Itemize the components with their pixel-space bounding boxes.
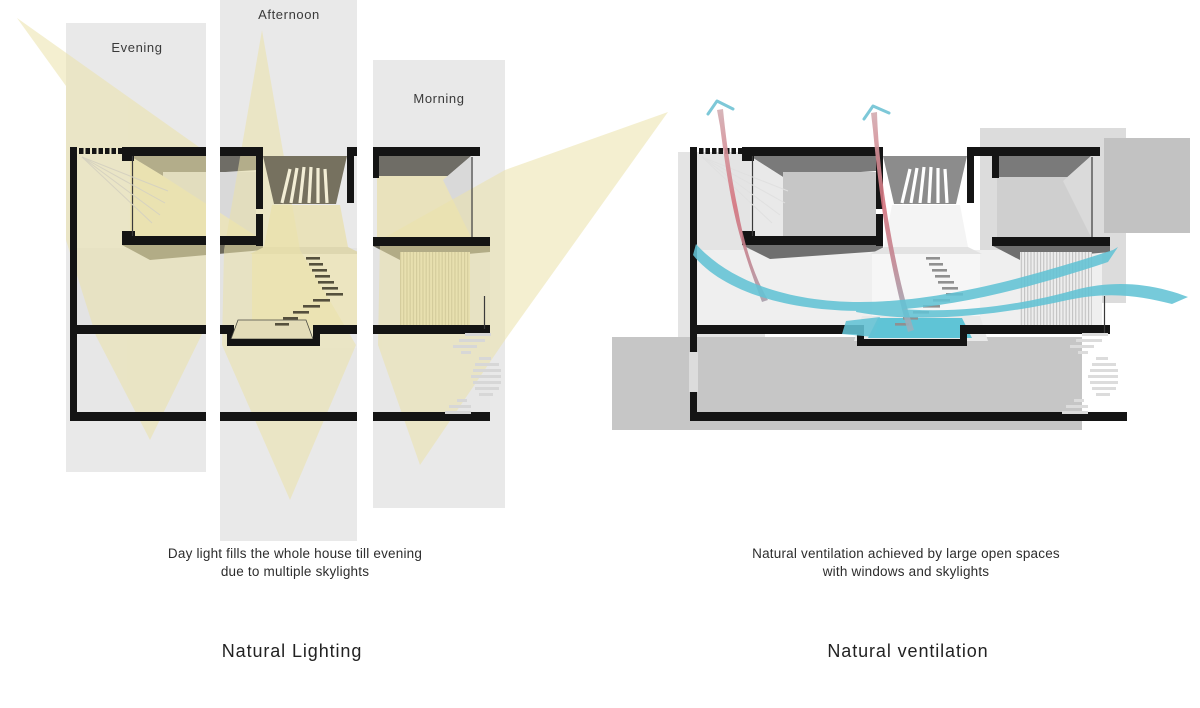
band-label-morning: Morning [413, 91, 465, 106]
lighting-section-linework [70, 147, 501, 421]
breeze-ribbon [856, 284, 1188, 318]
lighting-caption-line2: due to multiple skylights [220, 564, 370, 580]
breeze-to-pool [842, 317, 880, 337]
warm-air-ribbon [717, 109, 768, 302]
lighting-diagram-art [17, 0, 668, 542]
panel-gutters [206, 0, 373, 542]
exhaust-arrowhead-icon [862, 104, 891, 121]
water-pool [868, 318, 972, 338]
band-label-afternoon: Afternoon [258, 7, 320, 22]
warm-air-arrows [706, 99, 914, 332]
lighting-caption: Day light fills the whole house till eve… [168, 545, 422, 581]
cool-air-streams [693, 244, 1188, 337]
exhaust-arrowhead-icon [706, 99, 735, 116]
morning-beam [378, 112, 668, 465]
ventilation-caption-line2: with windows and skylights [822, 564, 990, 580]
breeze-ribbon [693, 244, 1118, 311]
lighting-caption-line1: Day light fills the whole house till eve… [167, 546, 423, 561]
warm-air-ribbon [871, 112, 914, 332]
evening-beam [17, 18, 206, 440]
ventilation-diagram-art [612, 99, 1190, 430]
ventilation-caption-line1: Natural ventilation achieved by large op… [752, 546, 1060, 561]
ventilation-caption: Natural ventilation achieved by large op… [752, 545, 1060, 581]
lighting-title: Natural Lighting [221, 641, 363, 661]
band-label-evening: Evening [111, 40, 163, 55]
ventilation-title: Natural ventilation [827, 641, 989, 661]
